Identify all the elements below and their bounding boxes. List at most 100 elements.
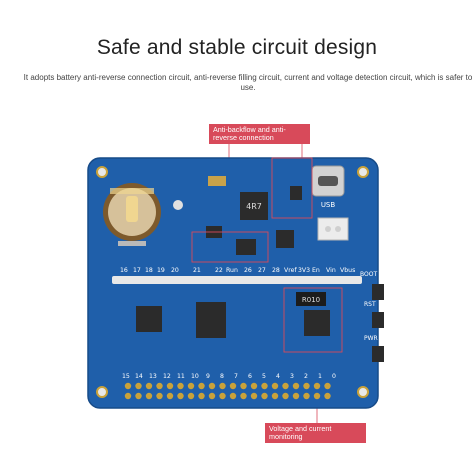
top-pin-label: 17 <box>133 267 141 274</box>
bottom-pin-label: 1 <box>318 373 322 380</box>
boot-button <box>372 284 384 300</box>
battery-connector <box>173 200 183 210</box>
usb-label: USB <box>321 201 336 209</box>
header-pin <box>198 392 205 400</box>
page-subtitle: It adopts battery anti-reverse connectio… <box>23 73 473 92</box>
bottom-pin-label: 9 <box>206 373 210 380</box>
header-pin <box>177 392 184 400</box>
side-label-rst: RST <box>364 301 376 308</box>
header-pin <box>303 382 310 390</box>
top-pin-label: 21 <box>193 267 201 274</box>
header-pin <box>324 392 331 400</box>
header-pin <box>292 392 300 400</box>
header-pin <box>156 382 163 390</box>
header-pin <box>135 382 142 390</box>
header-pin <box>229 392 237 400</box>
top-pin-label: 16 <box>120 267 128 274</box>
header-pin <box>292 382 300 390</box>
bottom-pin-label: 4 <box>276 373 280 380</box>
side-label-pwr: PWR <box>364 335 378 342</box>
header-pin <box>177 382 184 390</box>
header-pin <box>271 392 279 400</box>
side-buttons <box>372 284 384 362</box>
inductor <box>240 192 268 220</box>
top-pin-label: Vin <box>326 267 336 274</box>
bottom-pin-label: 7 <box>234 373 238 380</box>
top-pin-label: 28 <box>272 267 280 274</box>
bottom-pin-label: 14 <box>135 373 143 380</box>
top-pin-label: 27 <box>258 267 266 274</box>
side-label-boot: BOOT <box>360 271 377 278</box>
bottom-pin-label: 11 <box>177 373 185 380</box>
chip-small-4 <box>290 186 302 200</box>
top-pin-label: Run <box>226 267 238 274</box>
header-pin <box>124 392 132 400</box>
top-pin-labels: 16 17 18 19 20 21 22 Run 26 27 28 Vref 3… <box>120 267 355 274</box>
top-pad-row <box>112 276 362 284</box>
header-pin <box>282 392 289 400</box>
header-pin <box>208 382 216 390</box>
top-pin-label: Vref <box>284 267 297 274</box>
bottom-pin-label: 13 <box>149 373 157 380</box>
header-pin <box>282 382 289 390</box>
header-pin <box>313 392 321 400</box>
header-pin <box>261 382 268 390</box>
bottom-pin-label: 0 <box>332 373 336 380</box>
highlight-boxes <box>191 157 343 353</box>
page-title: Safe and stable circuit design <box>96 36 378 59</box>
chip-small-3 <box>276 230 294 248</box>
header-pin <box>271 382 279 390</box>
bottom-pin-label: 8 <box>220 373 224 380</box>
pwr-button <box>372 346 384 362</box>
top-pin-label: 20 <box>171 267 179 274</box>
bottom-pin-label: 12 <box>163 373 171 380</box>
header-pin <box>187 392 195 400</box>
header-pin <box>156 392 163 400</box>
header-pin <box>250 392 258 400</box>
header-pin <box>261 392 268 400</box>
header-pin <box>324 382 331 390</box>
capacitor <box>208 176 226 186</box>
bottom-pin-label: 6 <box>248 373 252 380</box>
top-pin-label: 19 <box>157 267 165 274</box>
bottom-pin-label: 15 <box>122 373 130 380</box>
inductor-marking: 4R7 <box>246 202 262 211</box>
callout-voltage-current: Voltage and current monitoring <box>265 423 366 443</box>
bottom-pin-label: 3 <box>290 373 294 380</box>
chip-small-2 <box>236 239 256 255</box>
battery-holder <box>103 183 161 246</box>
header-pin <box>166 392 174 400</box>
header-pin <box>124 382 132 390</box>
header-pin <box>198 382 205 390</box>
header-pin <box>145 392 153 400</box>
top-pin-label: Vbus <box>340 267 355 274</box>
top-pin-label: En <box>312 267 320 274</box>
top-pin-label: 26 <box>244 267 252 274</box>
callout-anti-backflow: Anti-backflow and anti-reverse connectio… <box>209 124 310 144</box>
jst-connector <box>317 217 349 241</box>
header-pin <box>240 392 247 400</box>
header-pin <box>219 382 226 390</box>
shunt-marking: R010 <box>302 296 320 304</box>
header-pin <box>240 382 247 390</box>
rst-button <box>372 312 384 328</box>
gpio-header <box>124 382 331 400</box>
header-pin <box>208 392 216 400</box>
top-pin-label: 22 <box>215 267 223 274</box>
header-pin <box>219 392 226 400</box>
header-pin <box>313 382 321 390</box>
chip-main-left <box>136 306 162 332</box>
chip-main-center <box>196 302 226 338</box>
header-pin <box>303 392 310 400</box>
top-pin-label: 3V3 <box>298 267 310 274</box>
bottom-pin-label: 2 <box>304 373 308 380</box>
bottom-pin-label: 5 <box>262 373 266 380</box>
mounting-holes <box>96 166 369 398</box>
shunt-resistor <box>296 292 326 306</box>
header-pin <box>145 382 153 390</box>
bottom-pin-labels: 15 14 13 12 11 10 9 8 7 6 5 4 3 2 1 0 <box>122 373 336 380</box>
chip-main-right <box>304 310 330 336</box>
header-pin <box>166 382 174 390</box>
header-pin <box>187 382 195 390</box>
